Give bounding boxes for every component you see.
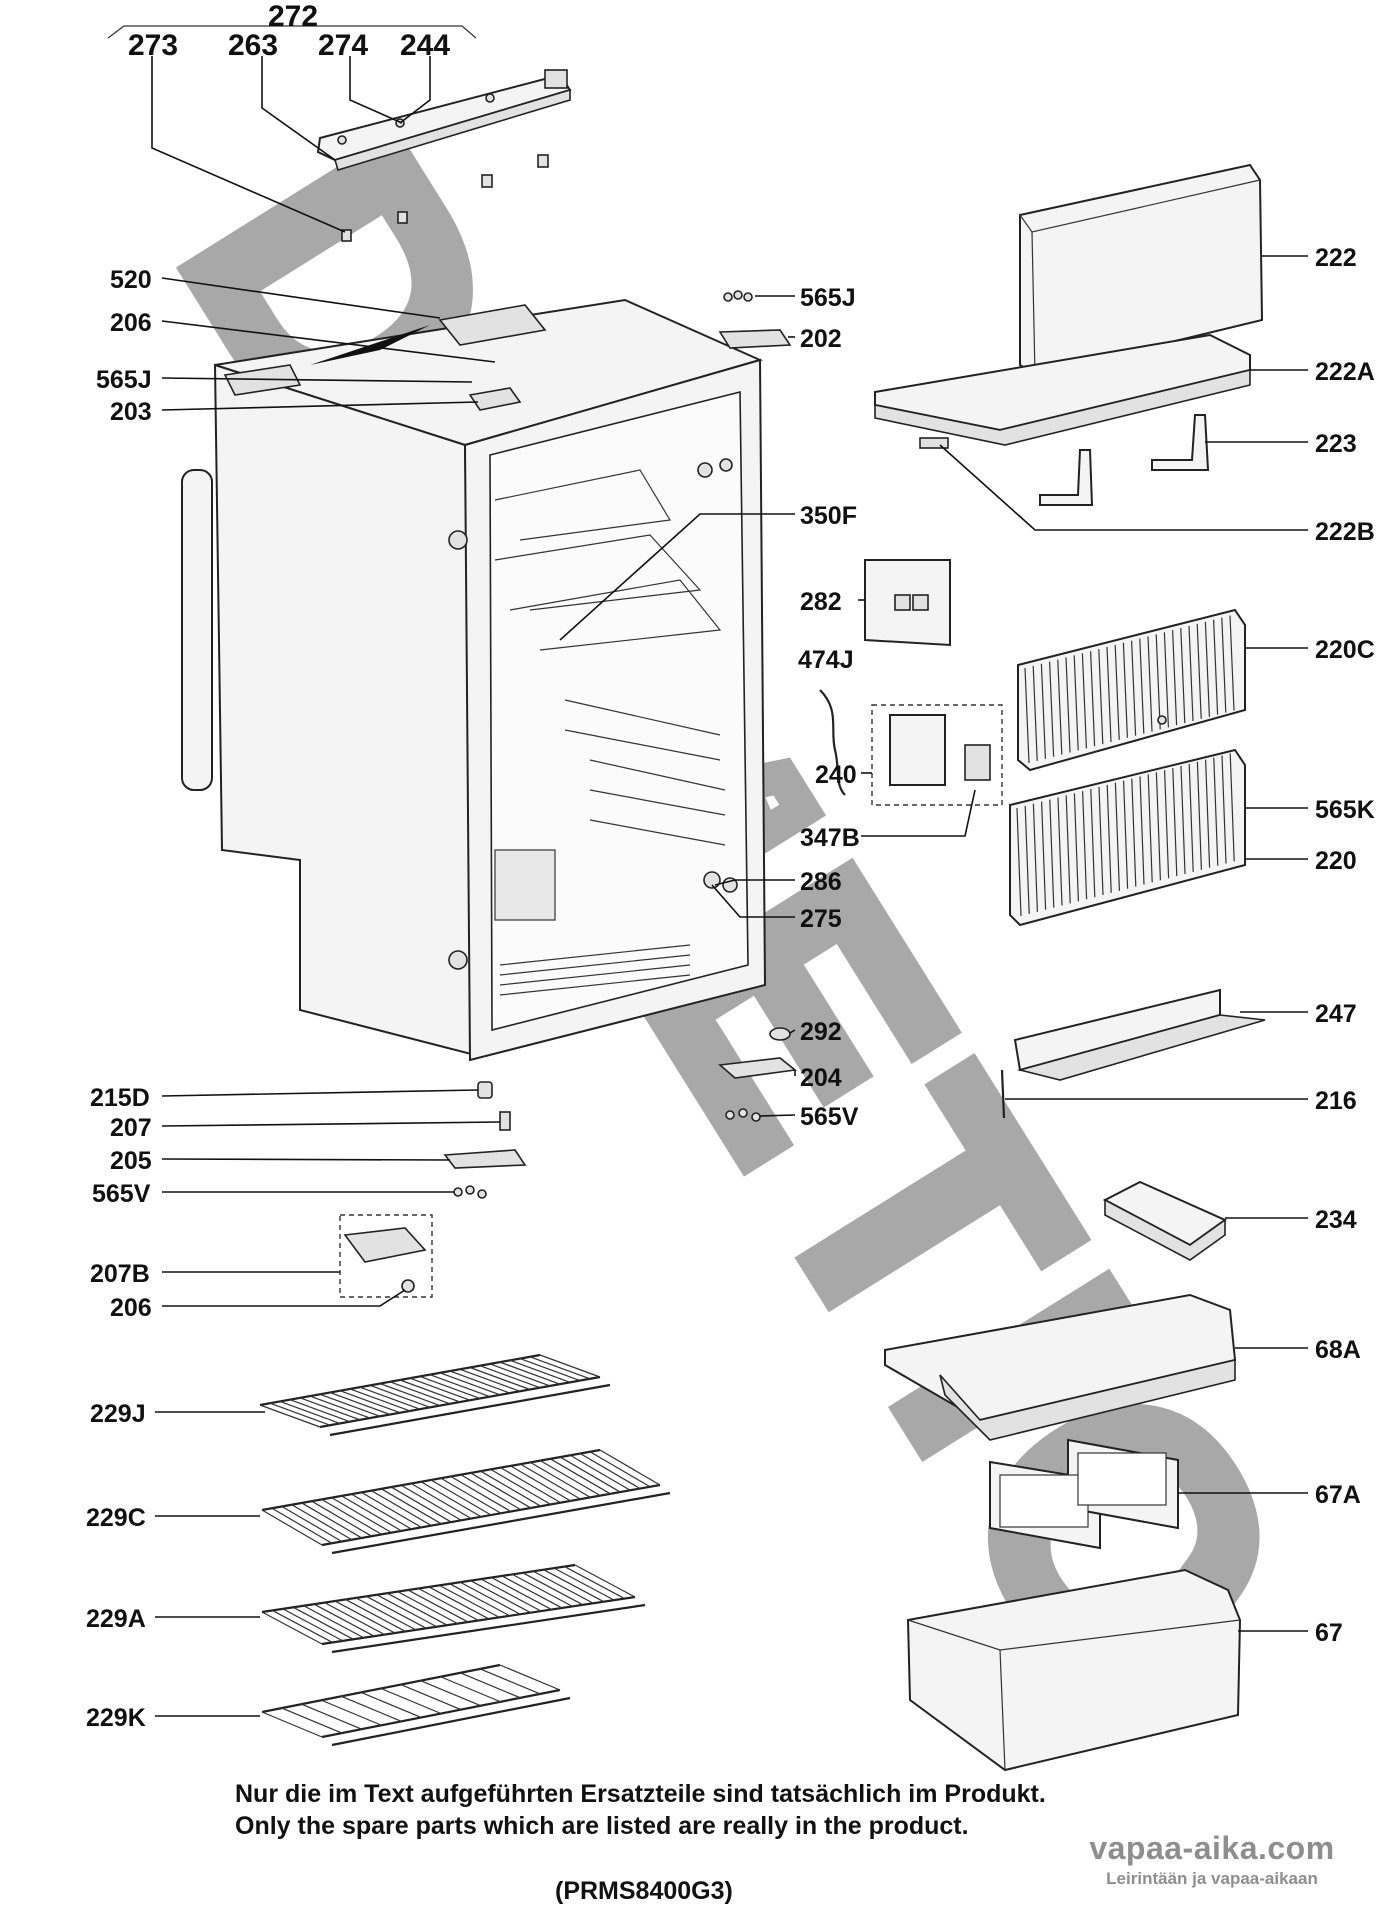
label-474J: 474J [798,646,854,674]
model-number: (PRMS8400G3) [555,1877,733,1905]
label-347B: 347B [800,824,860,852]
label-229J: 229J [90,1400,146,1428]
label-204: 204 [800,1064,842,1092]
label-216: 216 [1315,1087,1357,1115]
part-215D-foot [477,1081,493,1099]
label-205: 205 [110,1147,152,1175]
label-263: 263 [228,29,278,62]
footer-line-german: Nur die im Text aufgeführten Ersatzteile… [235,1780,1046,1808]
footer-notice: Nur die im Text aufgeführten Ersatzteile… [235,1778,1046,1842]
label-240: 240 [815,761,857,789]
label-350F: 350F [800,502,857,530]
label-207: 207 [110,1114,152,1142]
part-68A-crisper-cover [884,1293,1237,1441]
label-229C: 229C [86,1504,146,1532]
part-222-cover-flap [1019,163,1264,377]
part-240-control-unit-box [871,704,1003,806]
part-229C-wire-shelf [261,1448,671,1555]
part-229A-wire-shelf [261,1563,646,1654]
label-565V-mid: 565V [800,1103,859,1131]
label-222: 222 [1315,244,1357,272]
label-282: 282 [800,588,842,616]
label-247: 247 [1315,1000,1357,1028]
label-206-bottom: 206 [110,1294,152,1322]
part-207-pin [499,1111,511,1131]
label-222A: 222A [1315,358,1375,386]
part-223-hinges [1039,414,1210,506]
label-274: 274 [318,29,368,62]
label-67A: 67A [1315,1481,1361,1509]
part-labels: 272 273 263 274 244 520 206 565J 203 565… [86,0,1375,1732]
part-202-hinge [718,329,792,349]
label-273: 273 [128,29,178,62]
label-206-top: 206 [110,309,152,337]
part-229K-wire-shelf [261,1663,571,1747]
part-247-drip-tray [1000,988,1266,1119]
site-slogan: Leirintään ja vapaa-aikaan [1106,1869,1318,1888]
label-202: 202 [800,325,842,353]
label-286: 286 [800,868,842,896]
part-205-hinge [443,1149,527,1169]
part-220C-vent-grille [1017,608,1246,772]
part-220-vent-grille [1009,748,1246,927]
part-565V-screws-mid [725,1108,761,1122]
label-220: 220 [1315,847,1357,875]
part-234-ice-cube-tray [1102,1180,1228,1261]
label-68A: 68A [1315,1336,1361,1364]
part-67-crisper-drawer [906,1568,1242,1772]
label-565V-left: 565V [92,1180,151,1208]
part-222B-clip [919,437,949,449]
label-520: 520 [110,266,152,294]
part-282-control-panel [864,559,951,647]
label-272: 272 [268,0,318,33]
label-223: 223 [1315,430,1357,458]
label-222B: 222B [1315,518,1375,546]
label-565K: 565K [1315,796,1375,824]
site-name: vapaa-aika.com [1089,1830,1335,1866]
part-474J-cable [819,689,846,796]
label-203: 203 [110,398,152,426]
part-crossbar-assembly [107,25,572,242]
label-229A: 229A [86,1605,146,1633]
part-565J-screws-top [723,290,753,302]
part-229J-wire-shelf [259,1353,611,1437]
label-229K: 229K [86,1704,146,1732]
label-565J-right: 565J [800,284,856,312]
label-292: 292 [800,1018,842,1046]
part-207B-hinge-set [339,1214,433,1298]
label-244: 244 [400,29,450,62]
label-67: 67 [1315,1619,1343,1647]
label-275: 275 [800,905,842,933]
label-215D: 215D [90,1084,150,1112]
leader-lines [151,56,1308,1717]
label-234: 234 [1315,1206,1357,1234]
footer-line-english: Only the spare parts which are listed ar… [235,1812,969,1840]
label-220C: 220C [1315,636,1375,664]
part-refrigerator-cabinet [181,298,767,1062]
label-207B: 207B [90,1260,150,1288]
site-watermark: vapaa-aika.com Leirintään ja vapaa-aikaa… [1034,1830,1390,1920]
part-565V-screws-lower [453,1185,487,1199]
label-565J-left: 565J [96,366,152,394]
part-67A-crisper-frames [989,1438,1179,1550]
part-292-cap [769,1027,791,1041]
